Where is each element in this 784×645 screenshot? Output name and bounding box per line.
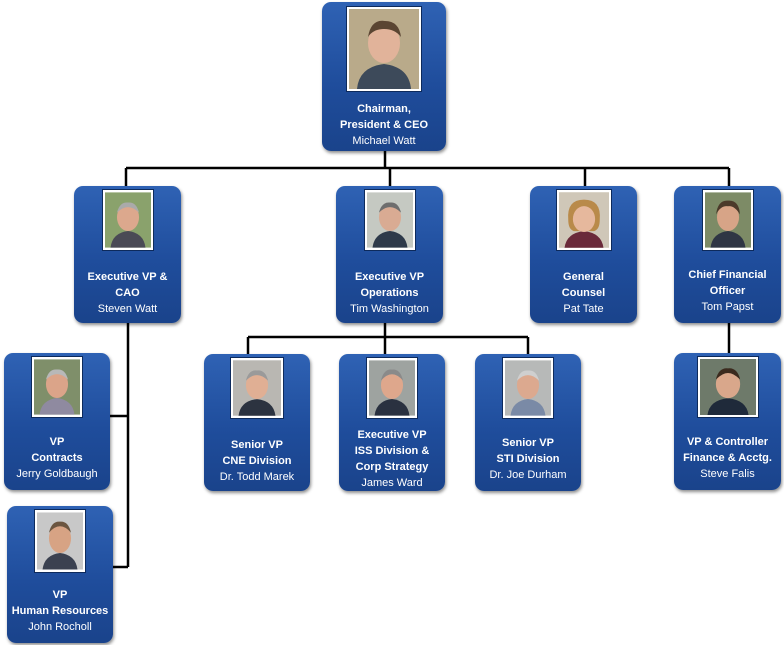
avatar [556,190,611,250]
ceo-name: Michael Watt [352,135,416,147]
avatar [32,357,82,417]
card-ceo[interactable]: Chairman, President & CEO Michael Watt [322,2,446,151]
card-cao[interactable]: Executive VP & CAO Steven Watt [74,186,181,323]
card-general-counsel[interactable]: General Counsel Pat Tate [530,186,637,323]
sti-name: Dr. Joe Durham [489,469,567,481]
avatar [102,190,153,250]
cne-name: Dr. Todd Marek [219,471,295,483]
general-counsel-title: General Counsel Pat Tate [534,269,633,317]
iss-name: James Ward [361,477,423,489]
avatar [697,357,758,417]
vp-hr-name: John Rocholl [28,621,92,633]
operations-title: Executive VP Operations Tim Washington [340,269,439,317]
sti-title: Senior VP STI Division Dr. Joe Durham [479,435,577,483]
card-vp-human-resources[interactable]: VP Human Resources John Rocholl [7,506,113,643]
card-cne-division[interactable]: Senior VP CNE Division Dr. Todd Marek [204,354,310,491]
ceo-title: Chairman, President & CEO Michael Watt [326,101,442,149]
card-vp-contracts[interactable]: VP Contracts Jerry Goldbaugh [4,353,110,490]
operations-name: Tim Washington [350,303,429,315]
avatar [347,7,421,91]
vp-contracts-name: Jerry Goldbaugh [16,468,98,480]
avatar [231,358,283,418]
avatar [702,190,753,250]
card-sti-division[interactable]: Senior VP STI Division Dr. Joe Durham [475,354,581,491]
controller-title: VP & Controller Finance & Acctg. Steve F… [678,434,777,482]
avatar [364,190,415,250]
cne-title: Senior VP CNE Division Dr. Todd Marek [208,437,306,485]
card-vp-controller[interactable]: VP & Controller Finance & Acctg. Steve F… [674,353,781,490]
controller-name: Steve Falis [700,468,755,480]
vp-hr-title: VP Human Resources John Rocholl [11,589,109,633]
card-operations[interactable]: Executive VP Operations Tim Washington [336,186,443,323]
cfo-name: Tom Papst [701,301,754,313]
iss-title: Executive VP ISS Division & Corp Strateg… [343,427,441,491]
card-iss-division[interactable]: Executive VP ISS Division & Corp Strateg… [339,354,445,491]
general-counsel-name: Pat Tate [563,303,604,315]
cfo-title: Chief Financial Officer Tom Papst [678,267,777,315]
cao-title: Executive VP & CAO Steven Watt [78,269,177,317]
avatar [367,358,417,418]
avatar [35,510,85,572]
cao-name: Steven Watt [97,303,158,315]
vp-contracts-title: VP Contracts Jerry Goldbaugh [8,434,106,482]
avatar [503,358,553,418]
card-cfo[interactable]: Chief Financial Officer Tom Papst [674,186,781,323]
